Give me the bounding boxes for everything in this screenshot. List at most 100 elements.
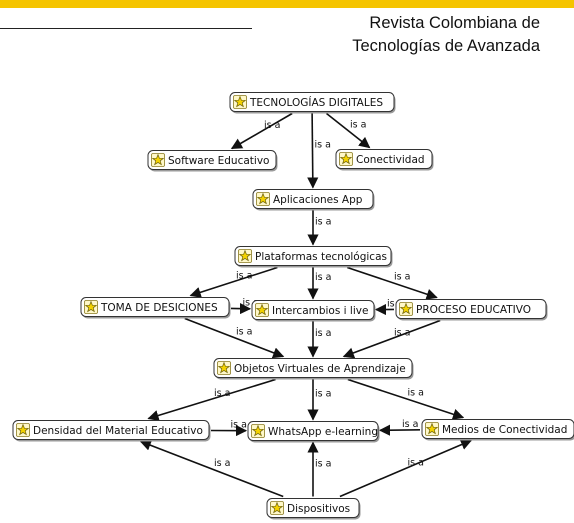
edge-label: is a: [408, 388, 424, 399]
concept-star-icon: [270, 501, 284, 515]
node-box: [421, 419, 574, 439]
concept-star-icon: [151, 153, 165, 167]
edge-line: [307, 113, 319, 189]
edge-ova-wa: is a: [307, 379, 331, 421]
concept-node-inter[interactable]: Intercambios i live: [251, 300, 376, 322]
concept-star-icon: [339, 152, 353, 166]
edge-tec-app: is a: [307, 113, 331, 189]
edge-label: is a: [236, 271, 252, 282]
concept-node-med[interactable]: Medios de Conectividad: [421, 419, 574, 441]
edge-line: [342, 319, 441, 359]
edge-line: [326, 112, 371, 149]
concept-star-icon: [256, 192, 270, 206]
concept-node-con[interactable]: Conectividad: [335, 149, 434, 171]
node-box: [147, 150, 277, 170]
concept-node-plat[interactable]: Plataformas tecnológicas: [234, 246, 393, 268]
edge-line: [139, 439, 284, 498]
journal-title-line2: Tecnologías de Avanzada: [352, 37, 540, 55]
edge-label: is a: [231, 420, 247, 431]
concept-node-dens[interactable]: Densidad del Material Educativo: [12, 420, 211, 442]
node-label: Software Educativo: [168, 155, 269, 167]
edge-label: is a: [350, 120, 366, 131]
concept-node-ova[interactable]: Objetos Virtuales de Aprendizaje: [213, 358, 414, 380]
edge-proc-ova: is a: [342, 319, 441, 359]
concept-node-disp[interactable]: Dispositivos: [266, 498, 361, 520]
edge-line: [339, 439, 473, 498]
node-box: [247, 421, 379, 441]
edge-line: [347, 378, 465, 420]
edge-label: is a: [315, 459, 331, 470]
header-rule: [0, 28, 252, 29]
concept-star-icon: [425, 422, 439, 436]
edge-label: is a: [394, 328, 410, 339]
edge-ova-med: is a: [347, 378, 465, 420]
concept-star-icon: [233, 95, 247, 109]
node-label: PROCESO EDUCATIVO: [416, 304, 531, 316]
edge-line: [147, 378, 276, 421]
edge-line: [347, 266, 438, 300]
node-label: Plataformas tecnológicas: [255, 251, 387, 263]
edge-app-plat: is a: [307, 210, 331, 246]
edge-line: [184, 317, 285, 359]
edge-tec-con: is a: [326, 112, 371, 149]
node-box: [229, 92, 395, 112]
node-box: [234, 246, 392, 266]
edge-label: is a: [315, 140, 331, 151]
concept-star-icon: [16, 423, 30, 437]
edge-toma-ova: is a: [184, 317, 285, 359]
edge-proc-inter: is a: [374, 299, 403, 316]
node-label: Dispositivos: [287, 503, 350, 515]
edge-label: is a: [236, 327, 252, 338]
journal-accent-bar: [0, 0, 574, 8]
node-label: Densidad del Material Educativo: [33, 425, 203, 437]
node-box: [335, 149, 433, 169]
edge-line: [230, 112, 293, 150]
edge-toma-inter: is a: [230, 298, 259, 315]
edge-disp-dens: is a: [139, 439, 284, 498]
edge-label: is a: [315, 272, 331, 283]
edge-label: is a: [394, 272, 410, 283]
edge-label: is a: [387, 299, 403, 310]
node-label: WhatsApp e-learning: [268, 426, 378, 438]
concept-star-icon: [84, 300, 98, 314]
concept-node-proc[interactable]: PROCESO EDUCATIVO: [395, 299, 548, 321]
edge-dens-wa: is a: [210, 420, 248, 437]
journal-header: Revista Colombiana de Tecnologías de Ava…: [352, 12, 540, 58]
concept-node-tec[interactable]: TECNOLOGÍAS DIGITALES: [229, 92, 396, 114]
concept-node-sw[interactable]: Software Educativo: [147, 150, 278, 172]
node-box: [12, 420, 210, 440]
node-label: Intercambios i live: [272, 305, 368, 317]
concept-star-icon: [238, 249, 252, 263]
concept-star-icon: [217, 361, 231, 375]
concept-star-icon: [399, 302, 413, 316]
node-box: [213, 358, 413, 378]
concept-star-icon: [251, 424, 265, 438]
edge-label: is a: [408, 458, 424, 469]
edge-label: is a: [402, 419, 418, 430]
nodes-layer: TECNOLOGÍAS DIGITALES Software Educativo C…: [12, 92, 574, 520]
edge-plat-toma: is a: [189, 266, 278, 298]
concept-node-toma[interactable]: TOMA DE DESICIONES: [80, 297, 231, 319]
edge-label: is a: [315, 217, 331, 228]
node-label: Objetos Virtuales de Aprendizaje: [234, 363, 406, 375]
concept-node-wa[interactable]: WhatsApp e-learning: [247, 421, 380, 443]
edge-line: [189, 266, 278, 298]
node-box: [266, 498, 360, 518]
edge-label: is a: [243, 298, 259, 309]
edge-ova-dens: is a: [147, 378, 276, 421]
edge-disp-wa: is a: [307, 441, 331, 497]
edge-label: is a: [214, 388, 230, 399]
concept-star-icon: [255, 303, 269, 317]
node-label: Medios de Conectividad: [442, 424, 567, 436]
edges-layer: is a is a is a is a is a is a is a is a is a is a…: [139, 112, 473, 498]
edge-disp-med: is a: [339, 439, 473, 498]
edge-label: is a: [214, 458, 230, 469]
concept-node-app[interactable]: Aplicaciones App: [252, 189, 375, 211]
edge-med-wa: is a: [378, 419, 421, 436]
node-label: Aplicaciones App: [273, 194, 363, 206]
journal-title-line1: Revista Colombiana de: [369, 14, 540, 32]
node-label: TOMA DE DESICIONES: [100, 302, 218, 314]
edge-plat-proc: is a: [347, 266, 438, 300]
node-box: [252, 189, 374, 209]
edge-label: is a: [264, 120, 280, 131]
